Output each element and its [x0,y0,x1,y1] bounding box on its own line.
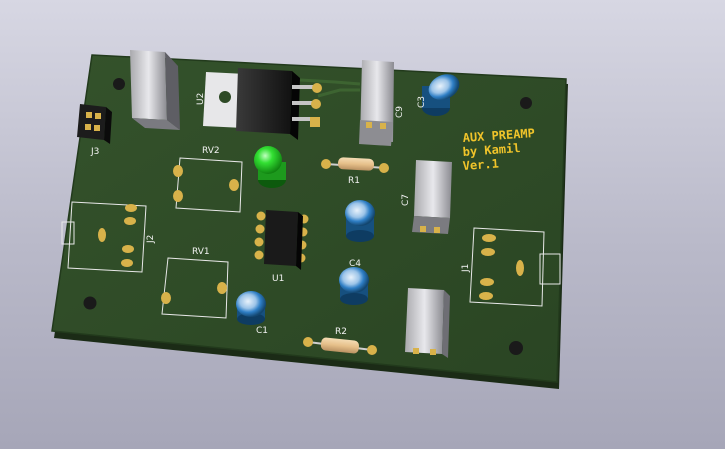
board-title: AUX PREAMP by Kamil Ver.1 [462,126,535,173]
label-c7: C7 [401,194,411,206]
j3-header [77,104,112,144]
u2-regulator [203,68,322,140]
c7-capacitor [412,160,452,234]
label-r2: R2 [335,327,347,337]
label-u1: U1 [272,274,284,284]
label-c4: C4 [349,259,361,269]
label-rv2: RV2 [202,146,220,156]
label-r1: R1 [348,176,360,186]
c5-capacitor [345,200,375,242]
r2-resistor [303,337,377,355]
label-rv1: RV1 [192,247,210,257]
rv1-footprint [161,257,229,319]
mounting-holes [83,78,532,355]
u1-ic [254,210,309,270]
c9-capacitor [359,60,394,146]
rv2-footprint [173,157,243,213]
title-line-1: AUX PREAMP [462,126,535,145]
j1-jack [469,227,561,307]
title-line-3: Ver.1 [462,157,499,173]
c8-capacitor [130,50,180,130]
c6-capacitor [405,288,450,358]
led-green [254,146,286,188]
title-line-2: by Kamil [462,141,521,159]
c1-capacitor [236,291,266,325]
label-j1: J1 [461,264,471,273]
label-c3: C3 [417,96,427,108]
label-c1: C1 [256,326,268,336]
label-j2: J2 [146,235,156,244]
j2-jack [61,201,147,273]
label-c9: C9 [395,106,405,118]
label-j3: J3 [90,147,99,157]
label-u2: U2 [196,93,206,105]
c4-capacitor [339,267,369,305]
r1-resistor [321,157,389,173]
copper-traces [299,78,361,98]
c3-capacitor [422,74,460,116]
